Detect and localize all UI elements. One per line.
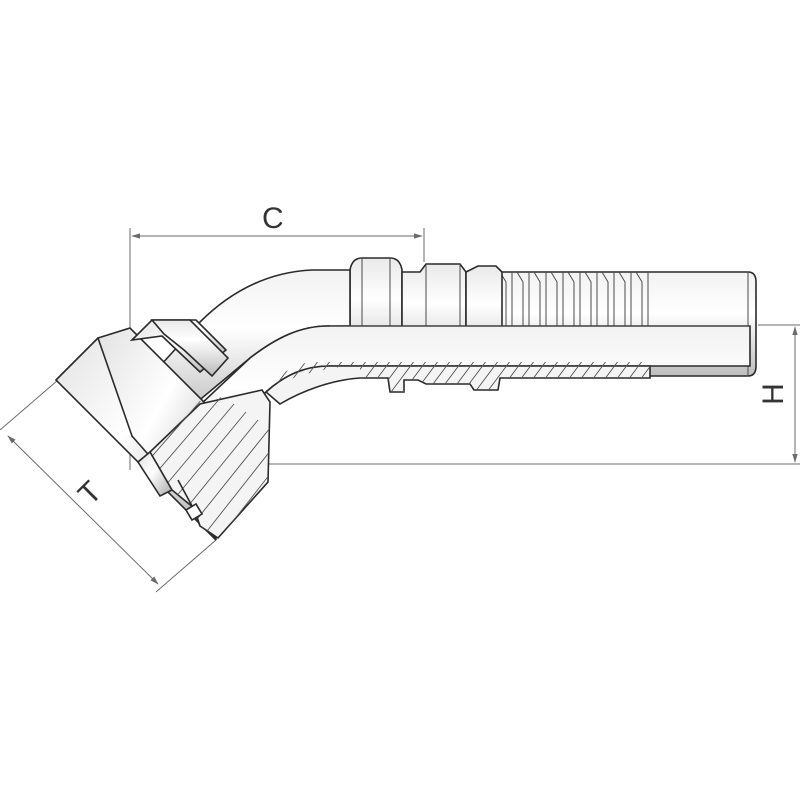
nut-collar — [150, 319, 230, 378]
extension-line-t-upper — [0, 379, 59, 431]
dimension-h: H — [262, 324, 800, 465]
extension-line-t-lower — [155, 539, 217, 593]
dimension-label-h: H — [757, 383, 790, 405]
socket-outline — [148, 389, 271, 540]
seat-face — [136, 450, 174, 498]
o-ring-groove — [184, 502, 204, 522]
dimension-t: T — [0, 379, 217, 593]
dimension-line-t — [7, 435, 159, 585]
tail-barbs — [499, 271, 643, 362]
lower-section-outline — [264, 365, 651, 405]
dimension-label-t: T — [72, 475, 108, 511]
dimension-label-c: C — [262, 202, 284, 235]
